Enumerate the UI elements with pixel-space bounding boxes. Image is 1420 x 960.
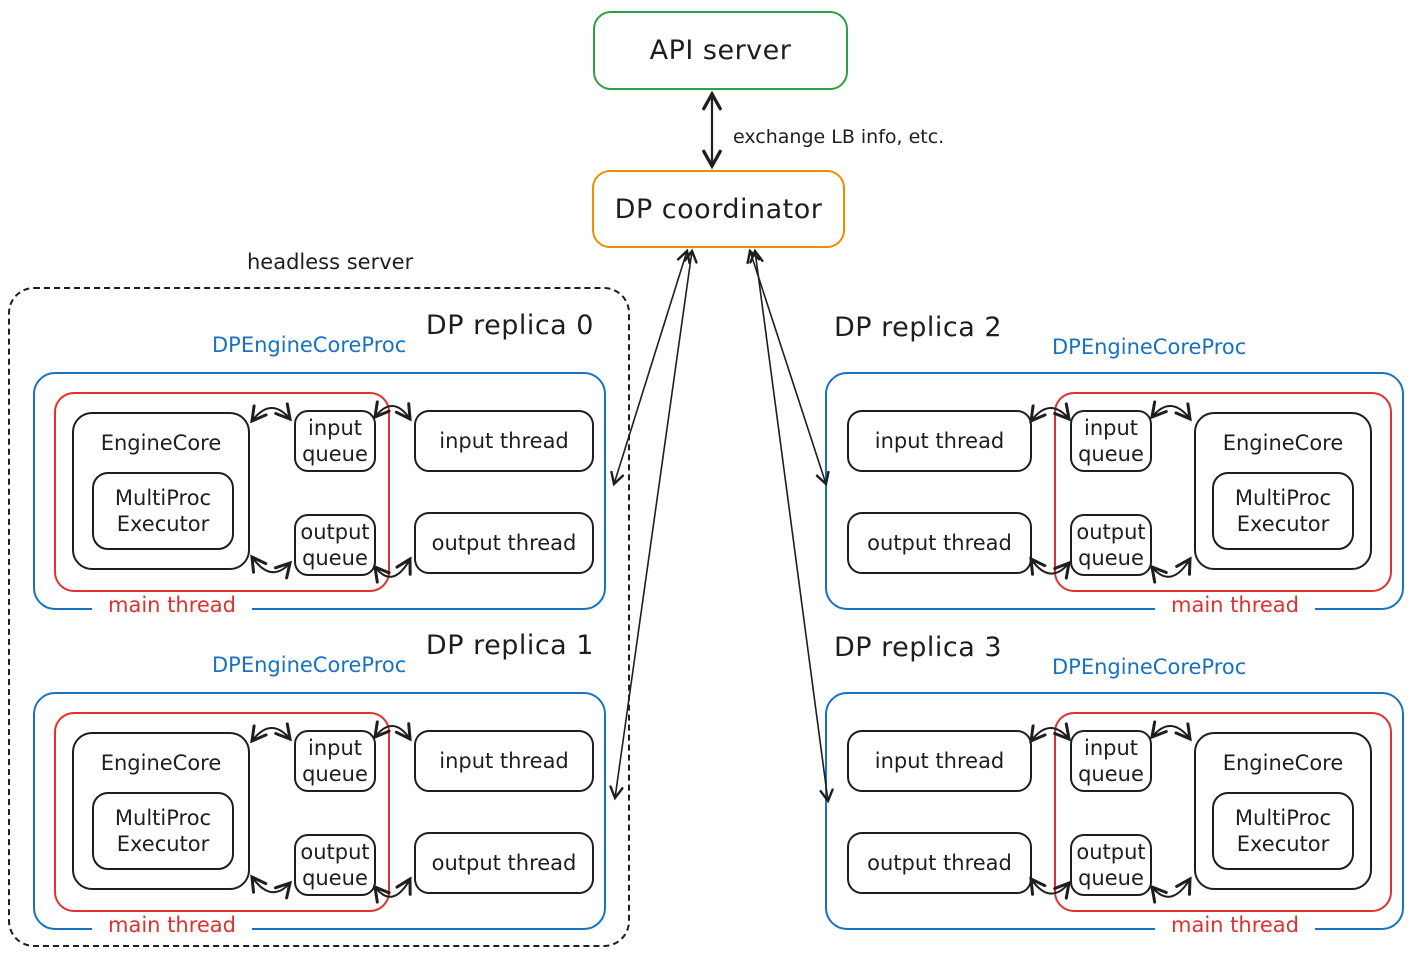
dp-replica-3-box: DP replica 3 DPEngineCoreProc EngineCore… (825, 632, 1404, 936)
replica-2-main-thread-label: main thread (1155, 595, 1315, 616)
replica-2-enginecore-label: EngineCore (1222, 431, 1344, 455)
replica-2-multiproc-executor-label: MultiProc Executor (1234, 485, 1332, 536)
dp-replica-1-box: DP replica 1 DPEngineCoreProc EngineCore… (33, 630, 606, 936)
replica-2-multiproc-executor-box: MultiProc Executor (1212, 472, 1354, 550)
api-server-box: API server (593, 11, 848, 90)
replica-0-input-queue-box: input queue (294, 410, 376, 472)
replica-2-output-thread-box: output thread (847, 512, 1032, 574)
replica-1-multiproc-executor-box: MultiProc Executor (92, 792, 234, 870)
replica-2-enginecore-box: EngineCore MultiProc Executor (1194, 412, 1372, 570)
replica-1-main-thread-label: main thread (92, 915, 252, 936)
replica-2-input-thread-box: input thread (847, 410, 1032, 472)
dp-replica-2-box: DP replica 2 DPEngineCoreProc EngineCore… (825, 312, 1404, 616)
replica-3-main-thread-label: main thread (1155, 915, 1315, 936)
replica-0-proc-label: DPEngineCoreProc (212, 333, 407, 357)
replica-1-title: DP replica 1 (425, 630, 594, 661)
replica-1-output-queue-box: output queue (294, 834, 376, 896)
replica-2-proc-label: DPEngineCoreProc (1052, 335, 1247, 359)
dp-coordinator-label: DP coordinator (614, 193, 823, 225)
coordinator-replica2-bidirectional-arrow (746, 248, 830, 487)
replica-3-input-thread-box: input thread (847, 730, 1032, 792)
replica-1-input-queue-box: input queue (294, 730, 376, 792)
coordinator-replica3-bidirectional-arrow (749, 248, 834, 804)
replica-0-multiproc-executor-box: MultiProc Executor (92, 472, 234, 550)
replica-3-output-thread-box: output thread (847, 832, 1032, 894)
replica-1-input-thread-box: input thread (414, 730, 594, 792)
replica-1-enginecore-label: EngineCore (100, 751, 222, 775)
replica-2-title: DP replica 2 (834, 312, 1003, 343)
replica-0-output-queue-box: output queue (294, 514, 376, 576)
replica-3-output-queue-box: output queue (1070, 834, 1152, 896)
replica-3-multiproc-executor-box: MultiProc Executor (1212, 792, 1354, 870)
replica-1-multiproc-executor-label: MultiProc Executor (114, 805, 212, 856)
replica-0-input-thread-box: input thread (414, 410, 594, 472)
replica-3-proc-label: DPEngineCoreProc (1052, 655, 1247, 679)
replica-2-main-thread-box (1054, 392, 1392, 592)
replica-2-output-queue-box: output queue (1070, 514, 1152, 576)
replica-0-output-thread-box: output thread (414, 512, 594, 574)
replica-0-enginecore-label: EngineCore (100, 431, 222, 455)
dp-coordinator-box: DP coordinator (592, 170, 845, 248)
replica-0-enginecore-box: EngineCore MultiProc Executor (72, 412, 250, 570)
replica-0-title: DP replica 0 (425, 310, 594, 341)
replica-1-enginecore-box: EngineCore MultiProc Executor (72, 732, 250, 890)
replica-1-output-thread-box: output thread (414, 832, 594, 894)
replica-1-main-thread-box (54, 712, 390, 912)
replica-3-enginecore-label: EngineCore (1222, 751, 1344, 775)
replica-0-main-thread-box (54, 392, 390, 592)
replica-3-main-thread-box (1054, 712, 1392, 912)
replica-3-enginecore-box: EngineCore MultiProc Executor (1194, 732, 1372, 890)
replica-3-title: DP replica 3 (834, 632, 1003, 663)
replica-3-input-queue-box: input queue (1070, 730, 1152, 792)
exchange-info-label: exchange LB info, etc. (733, 126, 945, 148)
replica-0-multiproc-executor-label: MultiProc Executor (114, 485, 212, 536)
headless-server-label: headless server (247, 250, 414, 274)
api-server-label: API server (649, 35, 792, 66)
replica-1-proc-label: DPEngineCoreProc (212, 653, 407, 677)
replica-0-main-thread-label: main thread (92, 595, 252, 616)
replica-2-input-queue-box: input queue (1070, 410, 1152, 472)
dp-replica-0-box: DP replica 0 DPEngineCoreProc EngineCore… (33, 310, 606, 616)
replica-3-multiproc-executor-label: MultiProc Executor (1234, 805, 1332, 856)
